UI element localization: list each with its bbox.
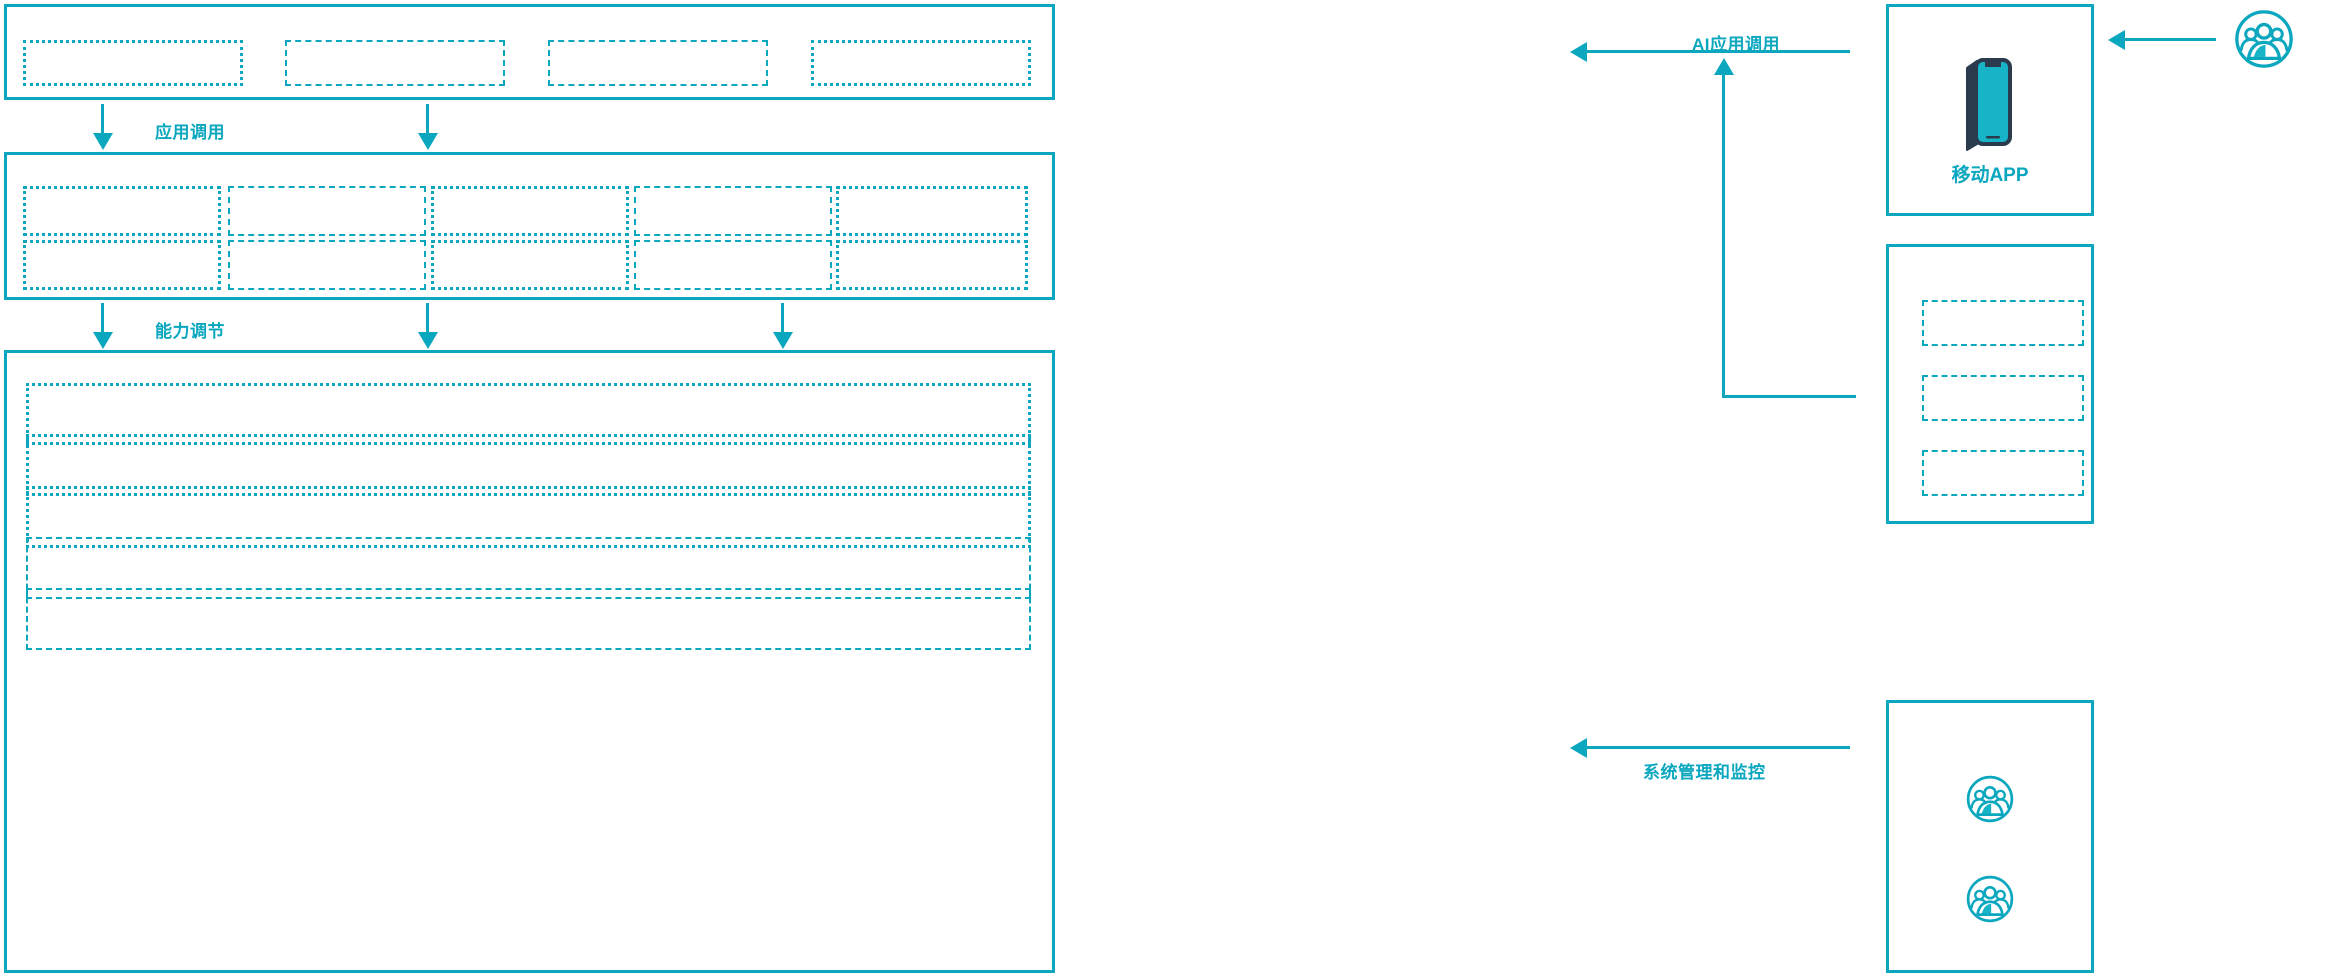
app-slot-3[interactable] [548,40,768,86]
external-user-icon [2233,8,2295,70]
platform-slot-5[interactable] [26,588,1031,650]
capability-slot-r1c4[interactable] [634,186,832,236]
platform-slot-2[interactable] [26,434,1031,496]
capability-slot-r2c4[interactable] [634,240,832,290]
app-slot-4[interactable] [811,40,1031,86]
capability-slot-r1c3[interactable] [431,186,629,236]
service-slot-3[interactable] [1922,450,2084,496]
system-management-label: 系统管理和监控 [1643,763,1766,782]
mobile-app-caption: 移动APP [1951,165,2029,186]
capability-slot-r2c5[interactable] [836,240,1028,290]
platform-slot-4[interactable] [26,537,1031,599]
application-invoke-arrow-2 [418,104,438,150]
mobile-phone-icon [1959,52,2021,152]
app-slot-1[interactable] [23,40,243,86]
system-management-arrow [1570,738,1850,758]
app-slot-2[interactable] [285,40,505,86]
service-slot-1[interactable] [1922,300,2084,346]
ai-application-invoke-riser [1714,58,1734,398]
capability-slot-r1c2[interactable] [228,186,426,236]
capability-slot-r2c3[interactable] [431,240,629,290]
application-invoke-label: 应用调用 [155,123,225,142]
service-slot-2[interactable] [1922,375,2084,421]
capability-slot-r1c5[interactable] [836,186,1028,236]
ai-application-invoke-riser-foot [1722,395,1856,398]
capability-layer [4,152,1055,300]
capability-slot-r1c1[interactable] [23,186,221,236]
user-group-icon-2 [1965,874,2015,924]
ai-application-invoke-arrow [1570,42,1850,62]
user-to-mobile-arrow [2108,30,2216,50]
platform-layer [4,350,1055,973]
capability-adjust-arrow-3 [773,303,793,349]
platform-slot-1[interactable] [26,383,1031,445]
user-group-icon-1 [1965,774,2015,824]
ai-application-invoke-label: AI应用调用 [1692,35,1780,54]
platform-slot-3[interactable] [26,486,1031,548]
application-invoke-arrow-1 [93,104,113,150]
service-card[interactable] [1886,244,2094,524]
capability-adjust-arrow-1 [93,303,113,349]
capability-slot-r2c2[interactable] [228,240,426,290]
capability-adjust-arrow-2 [418,303,438,349]
operations-card[interactable] [1886,700,2094,973]
capability-adjust-label: 能力调节 [155,322,225,341]
capability-slot-r2c1[interactable] [23,240,221,290]
